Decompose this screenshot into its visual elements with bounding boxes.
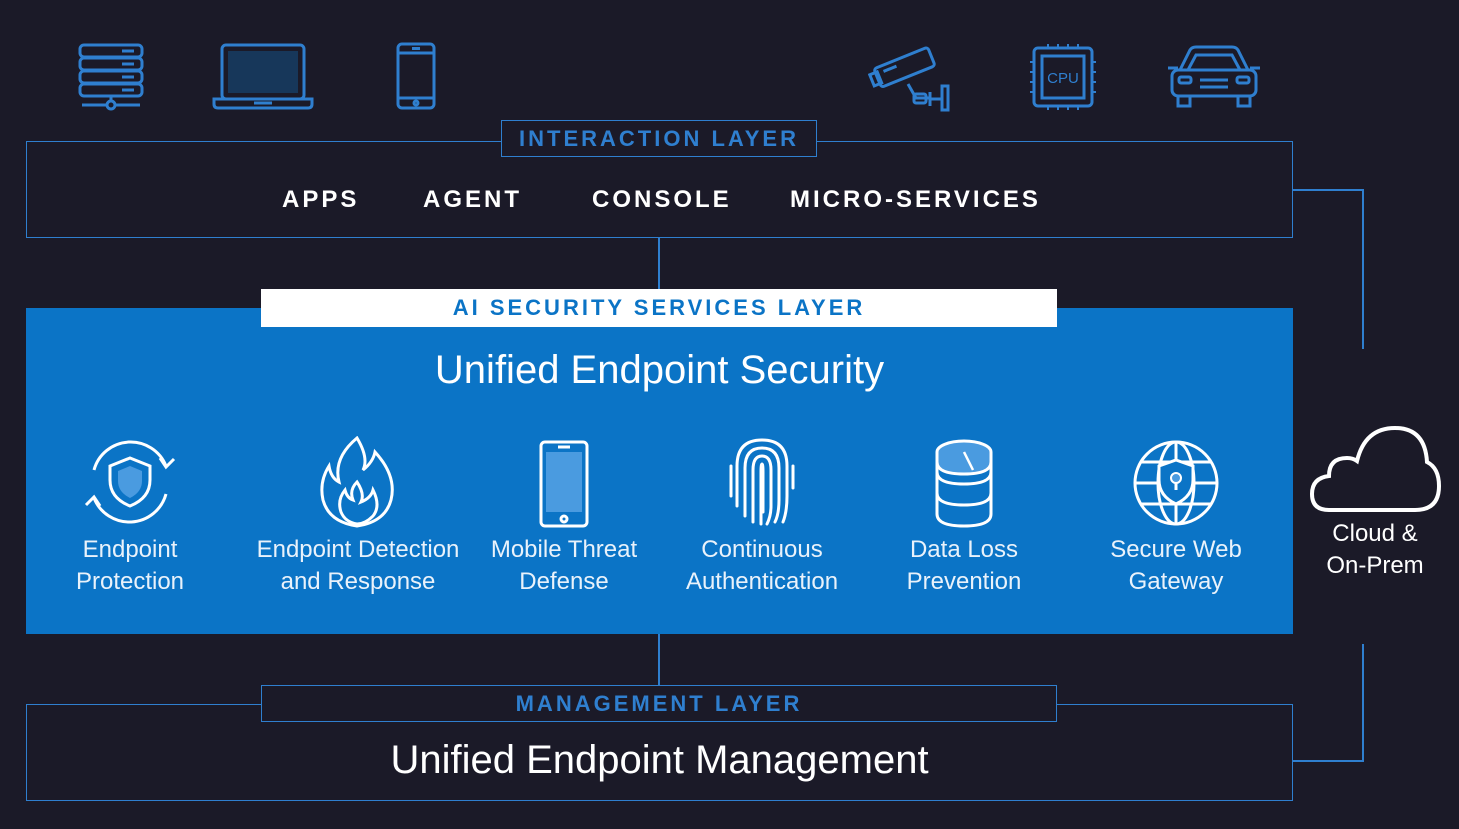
laptop-icon — [212, 42, 314, 110]
ai-layer-tag: AI SECURITY SERVICES LAYER — [261, 289, 1057, 327]
interaction-item-console: CONSOLE — [592, 186, 732, 213]
ai-layer-tag-text: AI SECURITY SERVICES LAYER — [452, 295, 866, 320]
service-label-line2: Defense — [519, 568, 609, 595]
mobile-phone-icon — [539, 440, 589, 528]
connector-right-top-h — [1292, 189, 1364, 191]
service-data-loss-prevention: Data Loss Prevention — [874, 430, 1054, 598]
interaction-layer-tag-text: INTERACTION LAYER — [519, 125, 799, 151]
smartphone-icon — [395, 42, 437, 110]
service-label-line1: Endpoint Detection — [256, 536, 460, 563]
service-label-line1: Secure Web — [1110, 536, 1242, 563]
interaction-layer-tag: INTERACTION LAYER — [501, 120, 817, 157]
management-layer-tag-text: MANAGEMENT LAYER — [515, 690, 803, 716]
service-endpoint-detection: Endpoint Detection and Response — [248, 430, 468, 598]
service-label-line2: and Response — [280, 568, 436, 595]
interaction-item-agent: AGENT — [423, 186, 522, 213]
cpu-chip-icon: CPU — [1028, 42, 1098, 112]
service-label-line1: Mobile Threat — [490, 536, 638, 563]
connector-right-bottom-v — [1362, 644, 1364, 761]
cloud-on-prem: Cloud & On-Prem — [1300, 420, 1450, 582]
service-label-line1: Continuous — [701, 536, 823, 563]
unified-endpoint-security-title: Unified Endpoint Security — [434, 348, 885, 392]
cloud-label-line1: Cloud & — [1332, 520, 1418, 547]
management-layer-tag: MANAGEMENT LAYER — [261, 685, 1057, 722]
service-endpoint-protection: Endpoint Protection — [40, 430, 220, 598]
cpu-label: CPU — [1047, 70, 1079, 87]
service-continuous-authentication: Continuous Authentication — [672, 430, 852, 598]
database-icon — [935, 439, 993, 528]
service-label-line1: Data Loss — [909, 536, 1019, 563]
security-camera-icon — [868, 40, 952, 112]
service-secure-web-gateway: Secure Web Gateway — [1086, 430, 1266, 598]
ai-security-panel: Unified Endpoint Security — [26, 308, 1293, 634]
shield-refresh-icon — [84, 440, 176, 524]
cloud-icon — [1309, 425, 1441, 512]
car-icon — [1166, 44, 1262, 110]
connector-right-top-v — [1362, 189, 1364, 349]
service-label-line2: Prevention — [906, 568, 1022, 595]
globe-lock-icon — [1133, 440, 1219, 526]
interaction-item-apps: APPS — [282, 186, 360, 213]
service-mobile-threat-defense: Mobile Threat Defense — [478, 430, 650, 598]
flame-icon — [320, 436, 394, 528]
service-label-line2: Protection — [75, 568, 185, 595]
service-label-line2: Gateway — [1128, 568, 1224, 595]
connector-right-bottom-h — [1292, 760, 1364, 762]
service-label-line2: Authentication — [685, 568, 839, 595]
fingerprint-icon — [729, 438, 795, 526]
interaction-item-micro-services: MICRO-SERVICES — [790, 186, 1041, 213]
service-label-line1: Endpoint — [82, 536, 178, 563]
connector-interaction-to-ai — [658, 237, 660, 290]
cloud-label-line2: On-Prem — [1326, 552, 1424, 579]
unified-endpoint-management-title: Unified Endpoint Management — [390, 738, 929, 782]
server-icon — [76, 42, 146, 112]
connector-ai-to-management — [658, 633, 660, 686]
